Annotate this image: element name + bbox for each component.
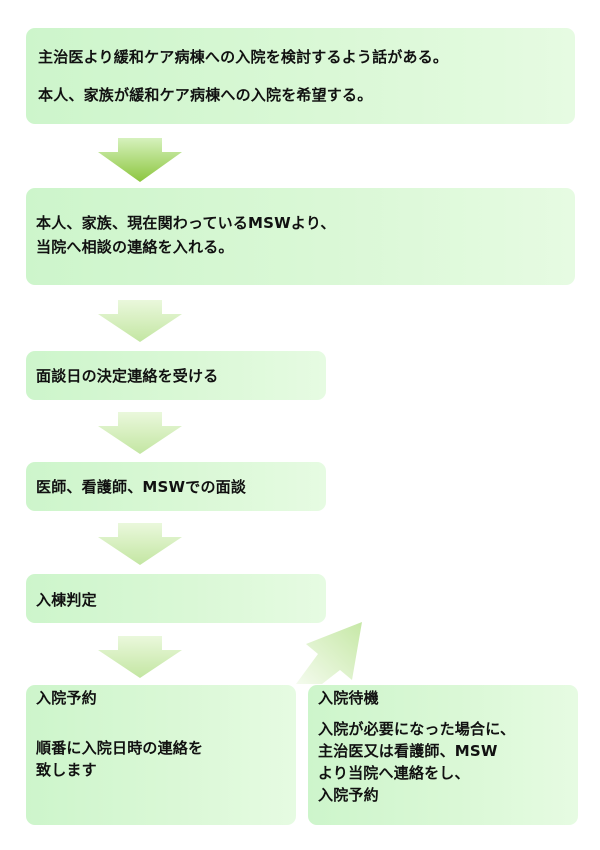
result-text: 入院が必要になった場合に、: [318, 720, 516, 738]
result-title: 入院予約: [36, 689, 97, 707]
step-box-ward-decision: 入棟判定: [26, 574, 326, 623]
result-text: 主治医又は看護師、MSW: [318, 742, 498, 760]
down-arrow-icon: [98, 523, 182, 565]
step-text: 当院へ相談の連絡を入れる。: [36, 238, 234, 256]
step-box-interview-date: 面談日の決定連絡を受ける: [26, 351, 326, 400]
down-arrow-icon: [98, 412, 182, 454]
result-text: 順番に入院日時の連絡を: [36, 739, 204, 757]
step-text: 主治医より緩和ケア病棟への入院を検討するよう話がある。: [38, 48, 449, 66]
step-text: 本人、家族、現在関わっているMSWより、: [36, 214, 336, 232]
result-box-admission-waiting: 入院待機 入院が必要になった場合に、 主治医又は看護師、MSW より当院へ連絡を…: [308, 685, 578, 825]
step-box-consult-doctor: 主治医より緩和ケア病棟への入院を検討するよう話がある。 本人、家族が緩和ケア病棟…: [26, 28, 575, 124]
step-box-contact-hospital: 本人、家族、現在関わっているMSWより、 当院へ相談の連絡を入れる。: [26, 188, 575, 285]
result-title: 入院待機: [318, 689, 379, 707]
down-arrow-icon: [98, 138, 182, 182]
down-arrow-icon: [98, 300, 182, 342]
result-text: 致します: [36, 761, 97, 779]
down-arrow-icon: [98, 636, 182, 678]
step-text: 面談日の決定連絡を受ける: [36, 367, 219, 385]
step-text: 医師、看護師、MSWでの面談: [36, 478, 247, 496]
result-box-admission-reservation: 入院予約 順番に入院日時の連絡を 致します: [26, 685, 296, 825]
step-box-interview: 医師、看護師、MSWでの面談: [26, 462, 326, 511]
step-text: 本人、家族が緩和ケア病棟への入院を希望する。: [38, 86, 373, 104]
result-text: 入院予約: [318, 786, 379, 804]
step-text: 入棟判定: [36, 591, 97, 609]
diagonal-arrow-icon: [296, 622, 362, 684]
result-text: より当院へ連絡をし、: [318, 764, 470, 782]
